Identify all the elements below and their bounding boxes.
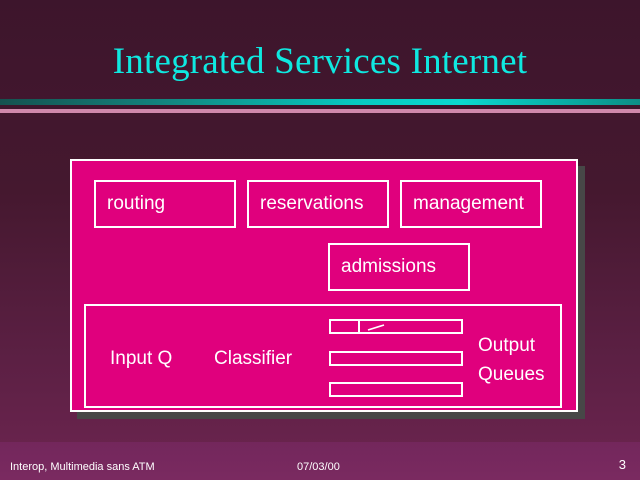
slide-footer: Interop, Multimedia sans ATM 07/03/00 3 xyxy=(0,442,640,480)
divider-pink-line xyxy=(0,109,640,113)
output-queue-2 xyxy=(329,351,463,366)
diagram-box-routing: routing xyxy=(94,180,236,228)
divider-teal-bar xyxy=(0,99,640,105)
packet-mark-icon xyxy=(367,324,387,331)
output-queues-label-line1: Output xyxy=(478,335,536,356)
classifier-label: Classifier xyxy=(214,348,293,369)
diagram-box-admissions: admissions xyxy=(328,243,470,291)
diagram-box-reservations: reservations xyxy=(247,180,389,228)
forwarding-path-panel: Input Q Classifier Output Queues xyxy=(84,304,562,408)
diagram-box-admissions-label: admissions xyxy=(341,256,437,277)
output-queue-1 xyxy=(329,319,463,334)
footer-presentation-title: Interop, Multimedia sans ATM xyxy=(10,461,155,473)
divider-gap xyxy=(0,105,640,109)
router-architecture-diagram: routing reservations management admissio… xyxy=(70,159,578,412)
footer-page-number: 3 xyxy=(618,457,626,472)
title-divider-rule xyxy=(0,99,640,119)
diagram-box-management: management xyxy=(400,180,542,228)
page-title: Integrated Services Internet xyxy=(112,41,528,82)
output-queue-3 xyxy=(329,382,463,397)
diagram-box-management-label: management xyxy=(413,193,524,214)
output-queue-1-cell-divider xyxy=(358,321,360,332)
output-queues-label: Output Queues xyxy=(478,331,545,389)
output-queues-label-line2: Queues xyxy=(478,364,545,385)
diagram-box-reservations-label: reservations xyxy=(260,193,364,214)
footer-date: 07/03/00 xyxy=(297,461,340,473)
diagram-box-routing-label: routing xyxy=(107,193,166,214)
input-queue-label: Input Q xyxy=(110,348,173,369)
